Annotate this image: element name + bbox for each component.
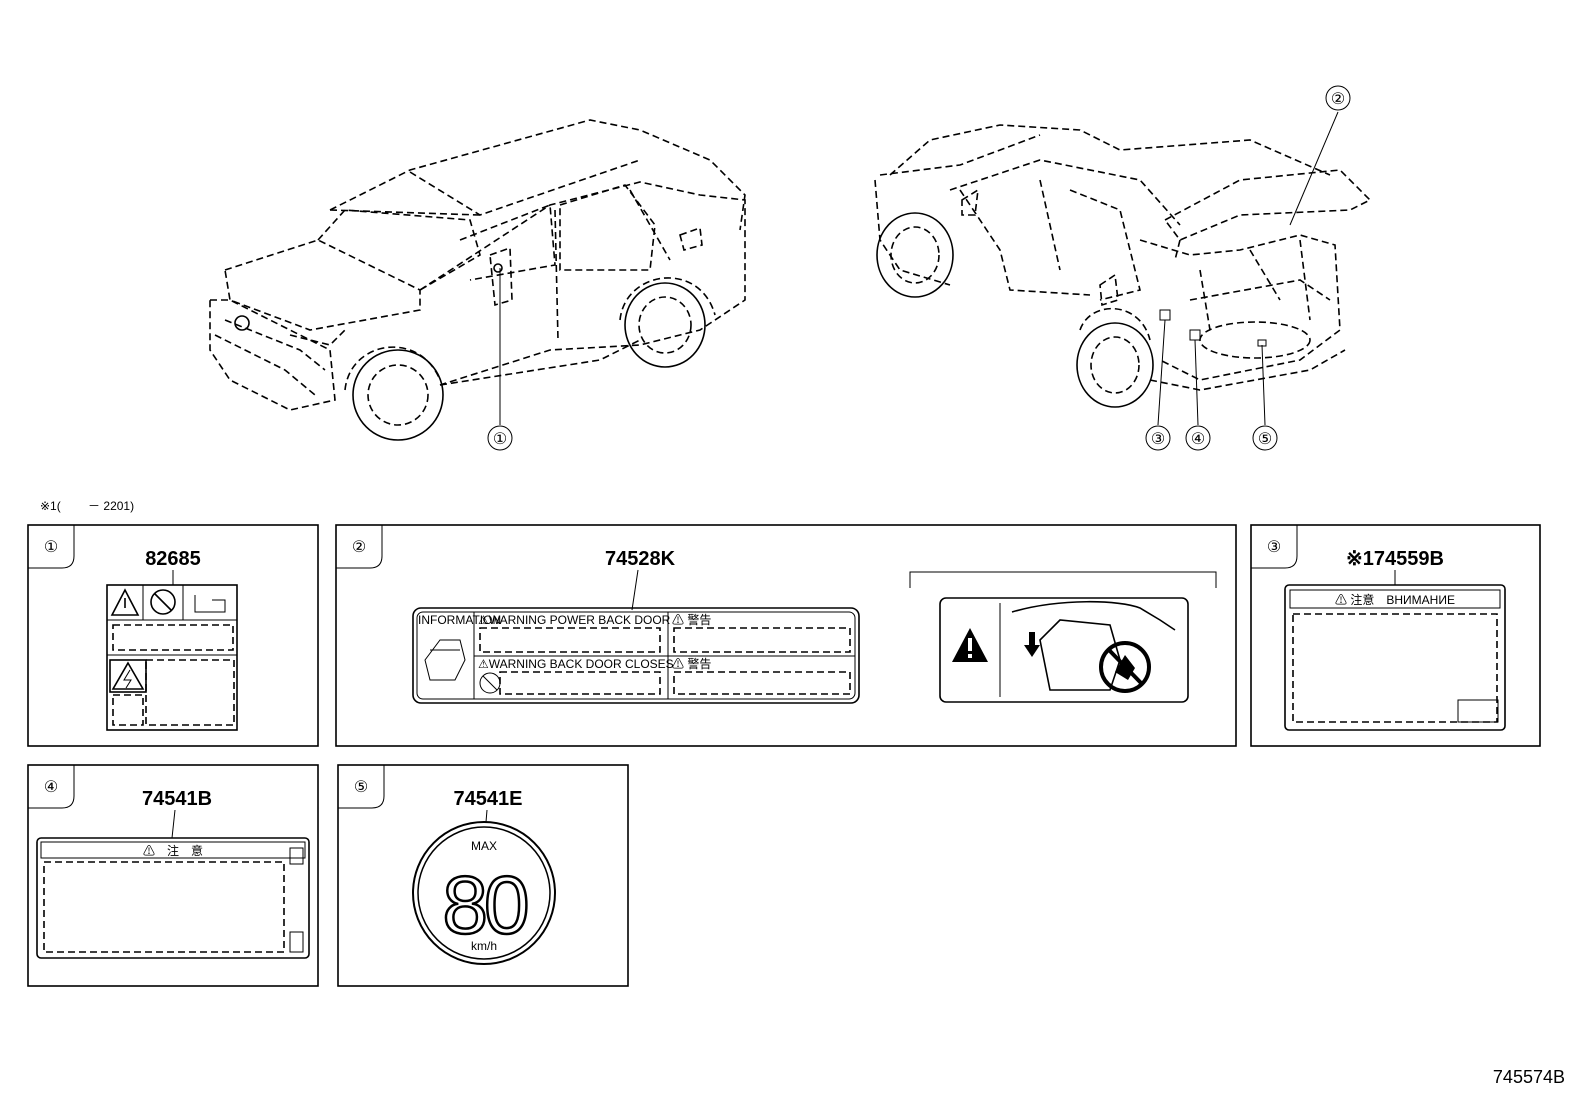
panel-5: ⑤ 74541E MAX 80 km/h bbox=[337, 764, 629, 987]
panel-1-part-number: 82685 bbox=[145, 548, 201, 570]
warning-back-door-closes: ⚠WARNING BACK DOOR CLOSES bbox=[478, 657, 674, 671]
panel-2-part-number: 74528K bbox=[605, 548, 676, 570]
back-door-icon bbox=[424, 639, 466, 681]
warning-jp-1: ⚠ 警告 bbox=[672, 612, 711, 627]
warning-jp-2: ⚠ 警告 bbox=[672, 656, 711, 671]
applicability-note: ※1( － 2201) bbox=[40, 499, 134, 513]
panel-4-callout: ④ bbox=[44, 779, 58, 796]
panel-4-part-number: 74541B bbox=[142, 788, 212, 810]
warning-triangle-icon bbox=[110, 588, 140, 616]
battery-icon bbox=[194, 595, 226, 613]
panel-1-callout: ① bbox=[44, 539, 58, 556]
information-label: INFORMATION bbox=[418, 613, 501, 627]
electric-shock-icon bbox=[109, 659, 147, 693]
panel-3: ③ ※174559B ⚠ 注意 ВНИМАНИЕ bbox=[1250, 524, 1541, 747]
no-touch-icon bbox=[150, 589, 176, 615]
panel-2: ② 74528K INFORMATION ⚠WARNING POWER BACK… bbox=[335, 524, 1237, 747]
panel-3-callout: ③ bbox=[1267, 539, 1281, 556]
callout-1: ① bbox=[493, 431, 507, 448]
panel-4: ④ 74541B ⚠ 注 意 bbox=[27, 764, 319, 987]
front-vehicle-illustration bbox=[209, 119, 746, 441]
vehicle-callouts: ① ② ③ ④ ⑤ bbox=[487, 85, 1351, 451]
callout-5: ⑤ bbox=[1258, 431, 1272, 448]
panel-3-part-number: ※174559B bbox=[1346, 548, 1444, 570]
no-hand-icon bbox=[1099, 641, 1151, 693]
callout-2: ② bbox=[1331, 91, 1345, 108]
panel-5-callout: ⑤ bbox=[354, 779, 368, 796]
panel-2-callout: ② bbox=[352, 539, 366, 556]
arrow-down-icon bbox=[1024, 632, 1040, 657]
panel-5-part-number: 74541E bbox=[454, 788, 523, 810]
panel-4-header: ⚠ 注 意 bbox=[143, 843, 203, 858]
callout-3: ③ bbox=[1151, 431, 1165, 448]
warning-triangle-icon bbox=[952, 628, 988, 662]
panel-1: ① 82685 bbox=[27, 524, 319, 747]
rear-vehicle-illustration bbox=[874, 111, 1372, 426]
speed-limit-value: 80 bbox=[442, 860, 527, 951]
warning-power-back-door: ⚠WARNING POWER BACK DOOR bbox=[478, 613, 671, 627]
no-touch-icon bbox=[479, 672, 501, 694]
panel-3-header: ⚠ 注意 ВНИМАНИЕ bbox=[1335, 592, 1455, 607]
speed-limit-max: MAX bbox=[471, 839, 497, 853]
speed-limit-unit: km/h bbox=[471, 939, 497, 953]
drawing-number: 745574B bbox=[1493, 1067, 1565, 1087]
callout-4: ④ bbox=[1191, 431, 1205, 448]
